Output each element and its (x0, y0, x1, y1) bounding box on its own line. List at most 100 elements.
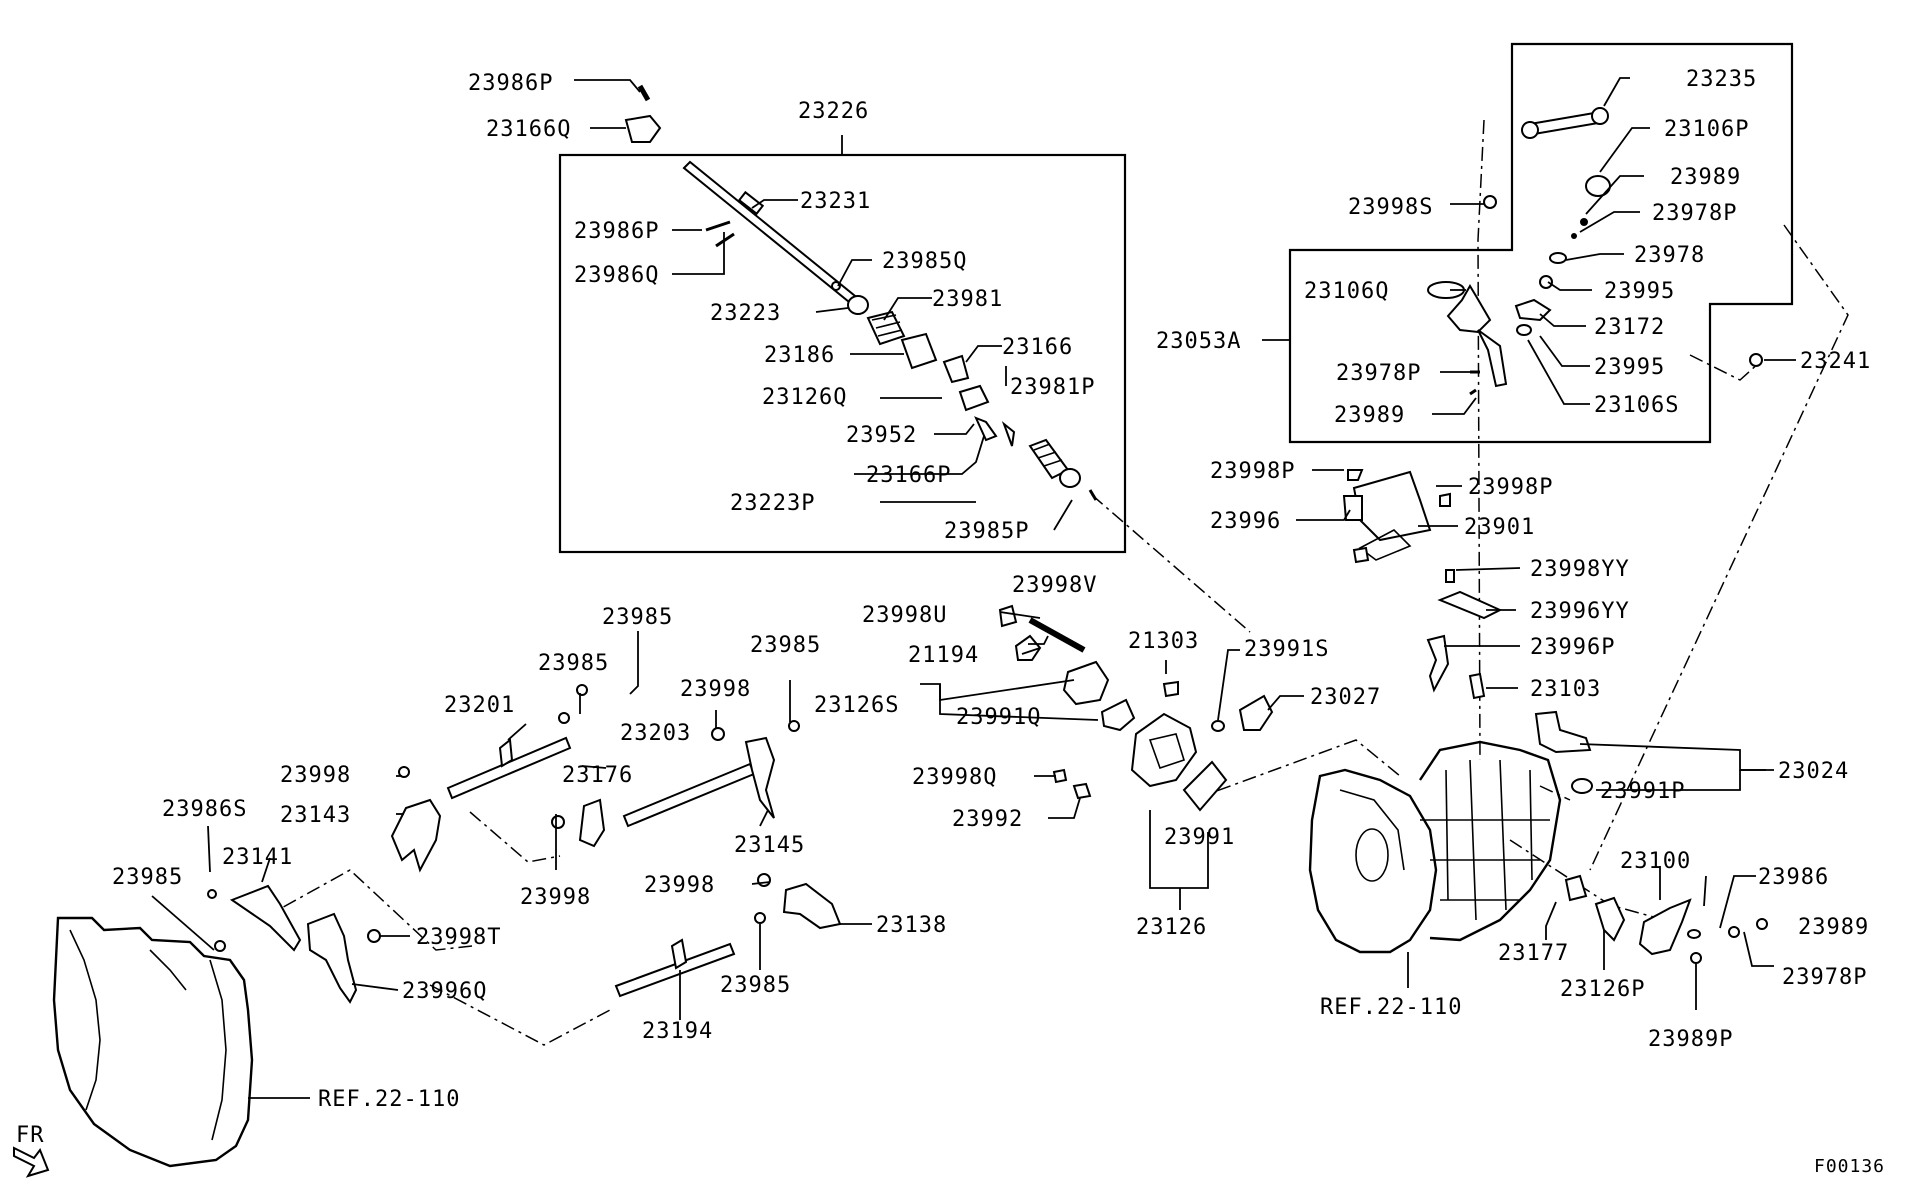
label-23141[interactable]: 23141 (222, 845, 293, 870)
centerline-h (1191, 739, 1401, 801)
label-23143[interactable]: 23143 (280, 803, 351, 828)
label-23989-right[interactable]: 23989 (1798, 915, 1869, 940)
label-23998-a[interactable]: 23998 (680, 677, 751, 702)
label-23981P[interactable]: 23981P (1010, 375, 1095, 400)
label-23986P-top[interactable]: 23986P (468, 71, 553, 96)
label-23998-d[interactable]: 23998 (644, 873, 715, 898)
label-23177[interactable]: 23177 (1498, 941, 1569, 966)
label-23991Q[interactable]: 23991Q (956, 705, 1041, 730)
part-drawings (13, 84, 1768, 1178)
label-23985Q[interactable]: 23985Q (882, 249, 967, 274)
label-23981[interactable]: 23981 (932, 287, 1003, 312)
label-23992[interactable]: 23992 (952, 807, 1023, 832)
part-labels: 23986P 23166Q 23226 23231 23986P 23986Q … (16, 67, 1885, 1177)
label-23223P[interactable]: 23223P (730, 491, 815, 516)
label-23986S[interactable]: 23986S (162, 797, 247, 822)
label-23989-top[interactable]: 23989 (1670, 165, 1741, 190)
label-23126P[interactable]: 23126P (1560, 977, 1645, 1002)
centerline-e (469, 811, 561, 863)
label-23978P-right[interactable]: 23978P (1782, 965, 1867, 990)
label-23106S[interactable]: 23106S (1594, 393, 1679, 418)
label-23145[interactable]: 23145 (734, 833, 805, 858)
label-23998P-a[interactable]: 23998P (1210, 459, 1295, 484)
label-23996YY[interactable]: 23996YY (1530, 599, 1630, 624)
label-23998-c[interactable]: 23998 (520, 885, 591, 910)
label-23226[interactable]: 23226 (798, 99, 869, 124)
label-23166P[interactable]: 23166P (866, 463, 951, 488)
label-23978P-mid[interactable]: 23978P (1336, 361, 1421, 386)
label-23138[interactable]: 23138 (876, 913, 947, 938)
label-23027[interactable]: 23027 (1310, 685, 1381, 710)
label-23952[interactable]: 23952 (846, 423, 917, 448)
label-23201[interactable]: 23201 (444, 693, 515, 718)
label-23991S[interactable]: 23991S (1244, 637, 1329, 662)
label-23053A[interactable]: 23053A (1156, 329, 1241, 354)
label-23231[interactable]: 23231 (800, 189, 871, 214)
label-23126[interactable]: 23126 (1136, 915, 1207, 940)
label-23106Q[interactable]: 23106Q (1304, 279, 1389, 304)
centerline-c (1589, 224, 1849, 871)
label-23103[interactable]: 23103 (1530, 677, 1601, 702)
label-23989P[interactable]: 23989P (1648, 1027, 1733, 1052)
leader-lines (151, 77, 1796, 1099)
label-23186[interactable]: 23186 (764, 343, 835, 368)
sheet-code: F00136 (1814, 1156, 1885, 1177)
transmission-case-right (1308, 740, 1562, 954)
label-23985-e[interactable]: 23985 (720, 973, 791, 998)
label-23998U[interactable]: 23998U (862, 603, 947, 628)
label-23106P[interactable]: 23106P (1664, 117, 1749, 142)
label-23998-b[interactable]: 23998 (280, 763, 351, 788)
label-23995-b[interactable]: 23995 (1594, 355, 1665, 380)
label-23998T[interactable]: 23998T (416, 925, 501, 950)
label-23985-b[interactable]: 23985 (538, 651, 609, 676)
centerline-g (429, 984, 611, 1046)
label-23985-d[interactable]: 23985 (112, 865, 183, 890)
centerline-a (1091, 494, 1251, 633)
label-23985P[interactable]: 23985P (944, 519, 1029, 544)
centerline-d (1689, 354, 1761, 381)
label-23901[interactable]: 23901 (1464, 515, 1535, 540)
label-23978P-top[interactable]: 23978P (1652, 201, 1737, 226)
label-23194[interactable]: 23194 (642, 1019, 713, 1044)
label-23176[interactable]: 23176 (562, 763, 633, 788)
label-23991[interactable]: 23991 (1164, 825, 1235, 850)
label-23241[interactable]: 23241 (1800, 349, 1871, 374)
label-23998S[interactable]: 23998S (1348, 195, 1433, 220)
label-23235[interactable]: 23235 (1686, 67, 1757, 92)
label-23986[interactable]: 23986 (1758, 865, 1829, 890)
label-23126S[interactable]: 23126S (814, 693, 899, 718)
label-21303[interactable]: 21303 (1128, 629, 1199, 654)
centerline-j (1539, 785, 1571, 801)
label-23996Q[interactable]: 23996Q (402, 979, 487, 1004)
case-reference-left[interactable]: REF.22-110 (318, 1087, 460, 1112)
label-21194[interactable]: 21194 (908, 643, 979, 668)
label-23166[interactable]: 23166 (1002, 335, 1073, 360)
transmission-case-left (52, 916, 254, 1168)
label-23995-a[interactable]: 23995 (1604, 279, 1675, 304)
label-23024[interactable]: 23024 (1778, 759, 1849, 784)
label-23998YY[interactable]: 23998YY (1530, 557, 1630, 582)
front-marker: FR (16, 1123, 45, 1148)
label-23985-c[interactable]: 23985 (750, 633, 821, 658)
label-23986P-box[interactable]: 23986P (574, 219, 659, 244)
label-23172[interactable]: 23172 (1594, 315, 1665, 340)
label-23986Q[interactable]: 23986Q (574, 263, 659, 288)
centerline-b (1477, 119, 1485, 761)
label-23996P[interactable]: 23996P (1530, 635, 1615, 660)
label-23100[interactable]: 23100 (1620, 849, 1691, 874)
label-23996[interactable]: 23996 (1210, 509, 1281, 534)
label-23991P[interactable]: 23991P (1600, 779, 1685, 804)
label-23989-mid[interactable]: 23989 (1334, 403, 1405, 428)
label-23985-a[interactable]: 23985 (602, 605, 673, 630)
label-23978[interactable]: 23978 (1634, 243, 1705, 268)
label-23126Q[interactable]: 23126Q (762, 385, 847, 410)
subassembly-box-23053A (1288, 42, 1794, 444)
label-23203[interactable]: 23203 (620, 721, 691, 746)
label-23998Q[interactable]: 23998Q (912, 765, 997, 790)
label-23166Q-top[interactable]: 23166Q (486, 117, 571, 142)
label-23998V[interactable]: 23998V (1012, 573, 1097, 598)
label-23998P-b[interactable]: 23998P (1468, 475, 1553, 500)
label-23223[interactable]: 23223 (710, 301, 781, 326)
case-reference-right[interactable]: REF.22-110 (1320, 995, 1462, 1020)
